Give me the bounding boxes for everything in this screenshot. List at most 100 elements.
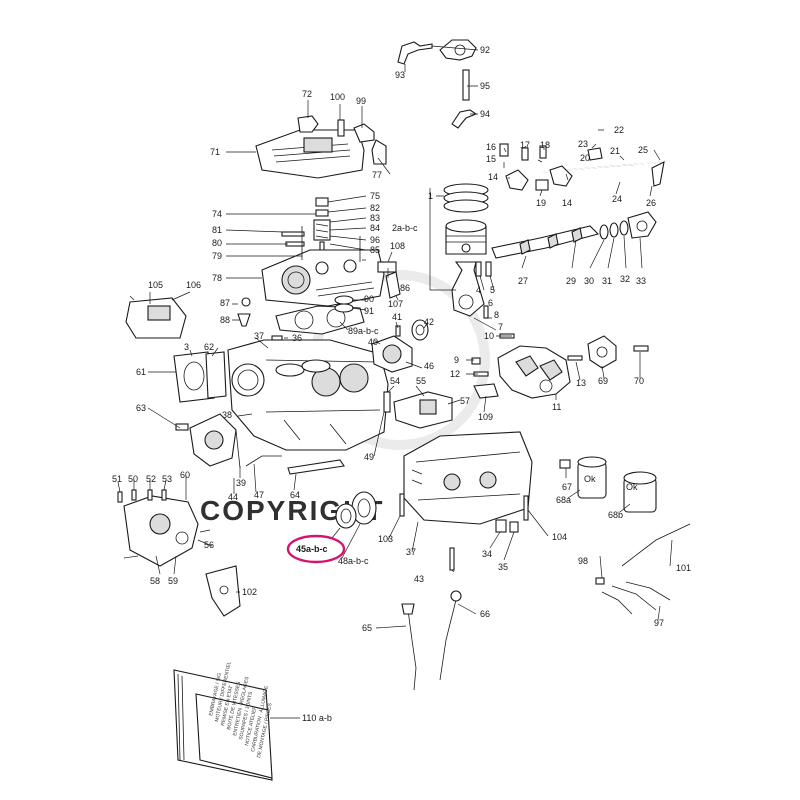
- label-57: 57: [460, 396, 470, 406]
- breather-72: [297, 115, 319, 133]
- label-37b: 37: [406, 547, 416, 557]
- label-106: 106: [186, 280, 201, 290]
- manual-cover-text: EMBRAYAGE / SIG MOTEUR / DIFFERENTIEL RE…: [208, 661, 274, 759]
- bolt-36: [271, 335, 283, 341]
- label-93: 93: [395, 70, 405, 80]
- label-85: 85: [370, 245, 380, 255]
- label-7: 7: [498, 322, 503, 332]
- pump-housing-92: [439, 39, 477, 61]
- injector-pipes-97: [601, 581, 671, 615]
- label-30: 30: [584, 276, 594, 286]
- label-63: 63: [136, 403, 146, 413]
- engine-block-37: [227, 339, 389, 451]
- label-16: 16: [486, 142, 496, 152]
- dipstick-65: [401, 603, 417, 691]
- shaft-95: [462, 69, 470, 101]
- label-32: 32: [620, 274, 630, 284]
- label-62: 62: [204, 342, 214, 352]
- connecting-rod-3: [451, 261, 485, 317]
- label-39: 39: [236, 478, 246, 488]
- label-53: 53: [162, 474, 172, 484]
- rod-bolts-4-5: [475, 261, 492, 277]
- label-72: 72: [302, 89, 312, 99]
- label-36: 36: [292, 333, 302, 343]
- highlighted-callout-45abc[interactable]: 45a-b-c: [286, 534, 346, 564]
- label-35: 35: [498, 562, 508, 572]
- label-102: 102: [242, 587, 257, 597]
- oil-seal-45abc: [335, 503, 357, 529]
- stud-54: [383, 391, 391, 413]
- bolt-88-87: [237, 297, 251, 327]
- throttle-linkage-93: [397, 41, 433, 65]
- label-11: 11: [552, 402, 561, 412]
- label-101: 101: [676, 563, 691, 573]
- label-107: 107: [388, 299, 403, 309]
- label-37a: 37: [254, 331, 264, 341]
- filter-seal-67: [559, 459, 571, 469]
- label-54: 54: [390, 376, 400, 386]
- adjuster-screws-15-18: [499, 143, 547, 161]
- crankshaft-11: [497, 345, 571, 399]
- dipstick-66: [439, 590, 462, 681]
- label-68a: 68a: [556, 495, 571, 505]
- label-34: 34: [482, 549, 492, 559]
- label-18: 18: [540, 140, 550, 150]
- label-22: 22: [614, 125, 624, 135]
- label-1: 1: [428, 191, 433, 201]
- label-24: 24: [612, 194, 622, 204]
- label-80: 80: [212, 238, 222, 248]
- bolt-103: [399, 493, 405, 517]
- label-60: 60: [180, 470, 190, 480]
- label-78: 78: [212, 273, 222, 283]
- seal-42-41: [395, 319, 429, 341]
- leader-lines: [117, 45, 673, 719]
- label-67: 67: [562, 482, 572, 492]
- label-46: 46: [424, 361, 434, 371]
- cam-seals-29-33: [599, 211, 657, 240]
- label-94: 94: [480, 109, 490, 119]
- label-79: 79: [212, 251, 222, 261]
- cover-bolt-100: [337, 119, 345, 137]
- label-100: 100: [330, 92, 345, 102]
- label-47: 47: [254, 490, 264, 500]
- filter-mark-68b: Ok: [626, 482, 638, 492]
- label-87: 87: [220, 298, 230, 308]
- label-40: 40: [368, 337, 378, 347]
- label-49: 49: [364, 452, 374, 462]
- label-20: 20: [580, 153, 590, 163]
- label-81: 81: [212, 225, 222, 235]
- label-25: 25: [638, 145, 648, 155]
- label-83: 83: [370, 213, 380, 223]
- label-88: 88: [220, 315, 230, 325]
- rocker-shaft-108-87: [377, 261, 401, 299]
- label-9: 9: [454, 355, 459, 365]
- label-69: 69: [598, 376, 608, 386]
- cylinder-liner-sleeves: [275, 359, 331, 377]
- rockers-14: [505, 165, 573, 191]
- label-26: 26: [646, 198, 656, 208]
- head-gasket-89abc: [275, 305, 365, 335]
- label-29: 29: [566, 276, 576, 286]
- fuel-pump-body-60: [123, 495, 199, 567]
- bracket-57: [393, 391, 453, 429]
- camshaft-27: [491, 225, 600, 259]
- rocker-cover-71: [255, 129, 365, 179]
- label-59: 59: [168, 576, 178, 586]
- drain-bolt-43: [449, 547, 455, 571]
- bearing-109: [473, 383, 499, 399]
- oil-sump-37: [403, 431, 533, 525]
- label-27: 27: [518, 276, 528, 286]
- label-51: 51: [112, 474, 122, 484]
- label-3: 3: [184, 342, 189, 352]
- thermostat-housing-61: [173, 351, 215, 403]
- label-50: 50: [128, 474, 138, 484]
- label-41: 41: [392, 312, 402, 322]
- label-8: 8: [494, 310, 499, 320]
- label-23: 23: [578, 139, 588, 149]
- lever-94: [451, 109, 478, 129]
- dipstick-tube-64: [287, 459, 345, 475]
- label-108: 108: [390, 241, 405, 251]
- label-48abc: 48a-b-c: [338, 556, 369, 566]
- label-97: 97: [654, 618, 664, 628]
